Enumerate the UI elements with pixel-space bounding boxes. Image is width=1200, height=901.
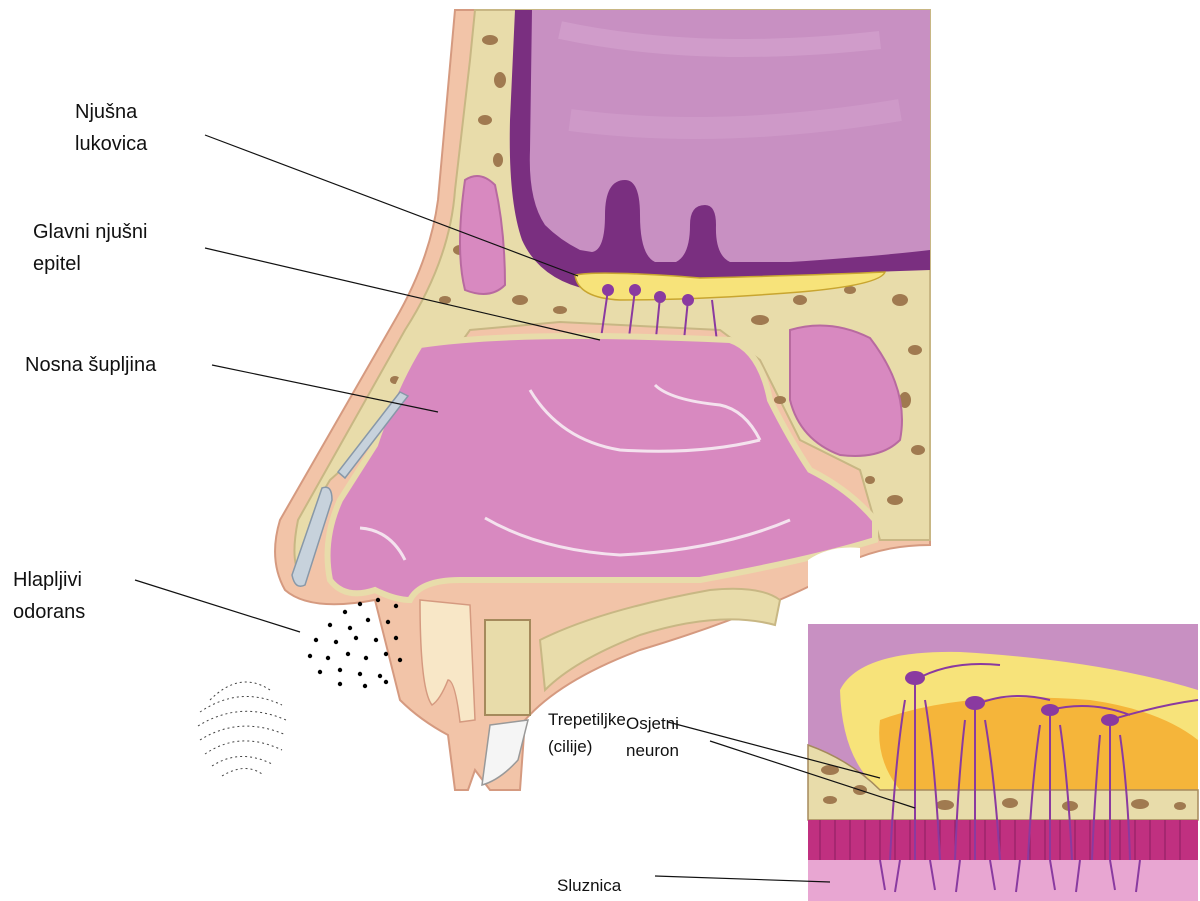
label-sensory-neuron-line1: Osjetni (626, 710, 679, 737)
leader-mucosa (655, 876, 830, 882)
inset-magnified-view (808, 548, 1198, 901)
label-mucosa: Sluznica (557, 872, 621, 899)
leader-odorant (135, 580, 300, 632)
inset-notch (808, 548, 860, 625)
label-epithelium-line2: epitel (33, 248, 148, 280)
label-main-olfactory-epithelium: Glavni njušni epitel (33, 216, 148, 280)
maxilla (485, 620, 530, 715)
label-epithelium-line1: Glavni njušni (33, 216, 148, 248)
inset-mucosa-cells (808, 820, 1198, 860)
label-odorant-line1: Hlapljivi (13, 564, 85, 596)
label-cilia-line1: Trepetiljke (548, 706, 626, 733)
odorant-cloud (198, 682, 286, 776)
label-volatile-odorant: Hlapljivi odorans (13, 564, 85, 628)
label-sensory-neuron: Osjetni neuron (626, 710, 679, 764)
label-olfactory-bulb: Njušna lukovica (75, 96, 147, 160)
label-odorant-line2: odorans (13, 596, 85, 628)
label-cilia: Trepetiljke (cilije) (548, 706, 626, 760)
label-sensory-neuron-line2: neuron (626, 737, 679, 764)
label-olfactory-bulb-line2: lukovica (75, 128, 147, 160)
label-nasal-cavity: Nosna šupljina (25, 349, 156, 381)
label-olfactory-bulb-line1: Njušna (75, 96, 147, 128)
label-cilia-line2: (cilije) (548, 733, 626, 760)
label-nasal-cavity-text: Nosna šupljina (25, 349, 156, 381)
label-mucosa-text: Sluznica (557, 872, 621, 899)
